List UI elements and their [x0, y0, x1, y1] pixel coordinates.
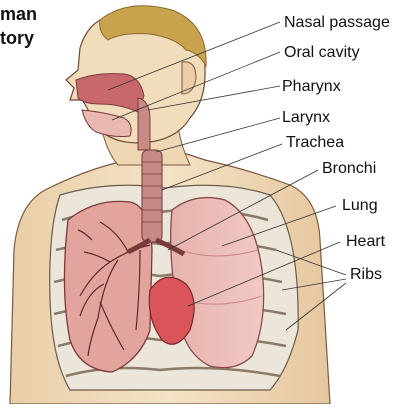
title-fragment-1: man — [0, 4, 37, 24]
label-larynx: Larynx — [282, 109, 330, 127]
label-nasal-passage: Nasal passage — [284, 14, 390, 32]
label-heart: Heart — [346, 233, 385, 251]
label-ribs: Ribs — [350, 266, 382, 284]
label-trachea: Trachea — [286, 134, 344, 152]
label-pharynx: Pharynx — [282, 78, 341, 96]
title-fragment-2: tory — [0, 28, 34, 48]
label-oral-cavity: Oral cavity — [284, 44, 360, 62]
label-bronchi: Bronchi — [322, 160, 376, 178]
label-lung: Lung — [342, 197, 378, 215]
